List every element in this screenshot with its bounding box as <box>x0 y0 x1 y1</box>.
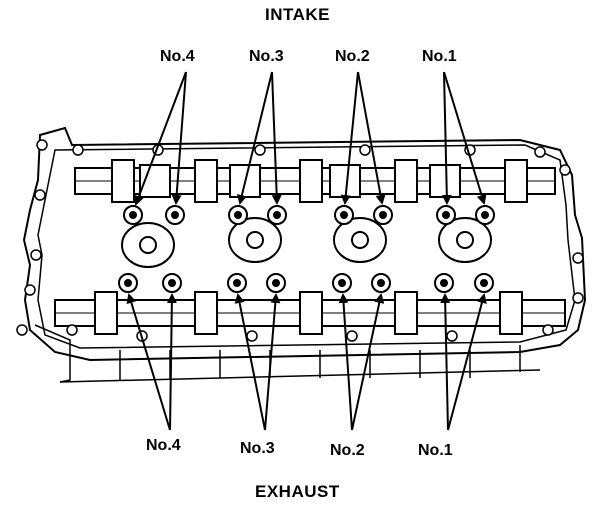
intake-cylinder-4-label: No.4 <box>160 48 195 65</box>
exhaust-arrows <box>126 293 487 431</box>
head-bolts <box>16 139 584 342</box>
exhaust-valve-adjusters <box>118 273 494 293</box>
intake-label: INTAKE <box>265 5 331 24</box>
exhaust-cylinder-2-label: No.2 <box>330 442 365 459</box>
intake-cylinder-3-label: No.3 <box>249 48 284 65</box>
intake-cylinder-1-label: No.1 <box>422 48 457 65</box>
intake-cylinder-2-label: No.2 <box>335 48 370 65</box>
exhaust-cylinder-4-label: No.4 <box>146 437 181 454</box>
spark-plug-bosses <box>121 217 492 268</box>
exhaust-label: EXHAUST <box>255 482 340 501</box>
exhaust-camshaft <box>54 291 566 335</box>
intake-camshaft <box>74 159 556 203</box>
exhaust-cylinder-3-label: No.3 <box>240 440 275 457</box>
head-outline <box>22 126 587 383</box>
intake-valve-adjusters <box>123 205 495 225</box>
exhaust-cylinder-1-label: No.1 <box>418 442 453 459</box>
intake-arrows <box>134 71 487 206</box>
